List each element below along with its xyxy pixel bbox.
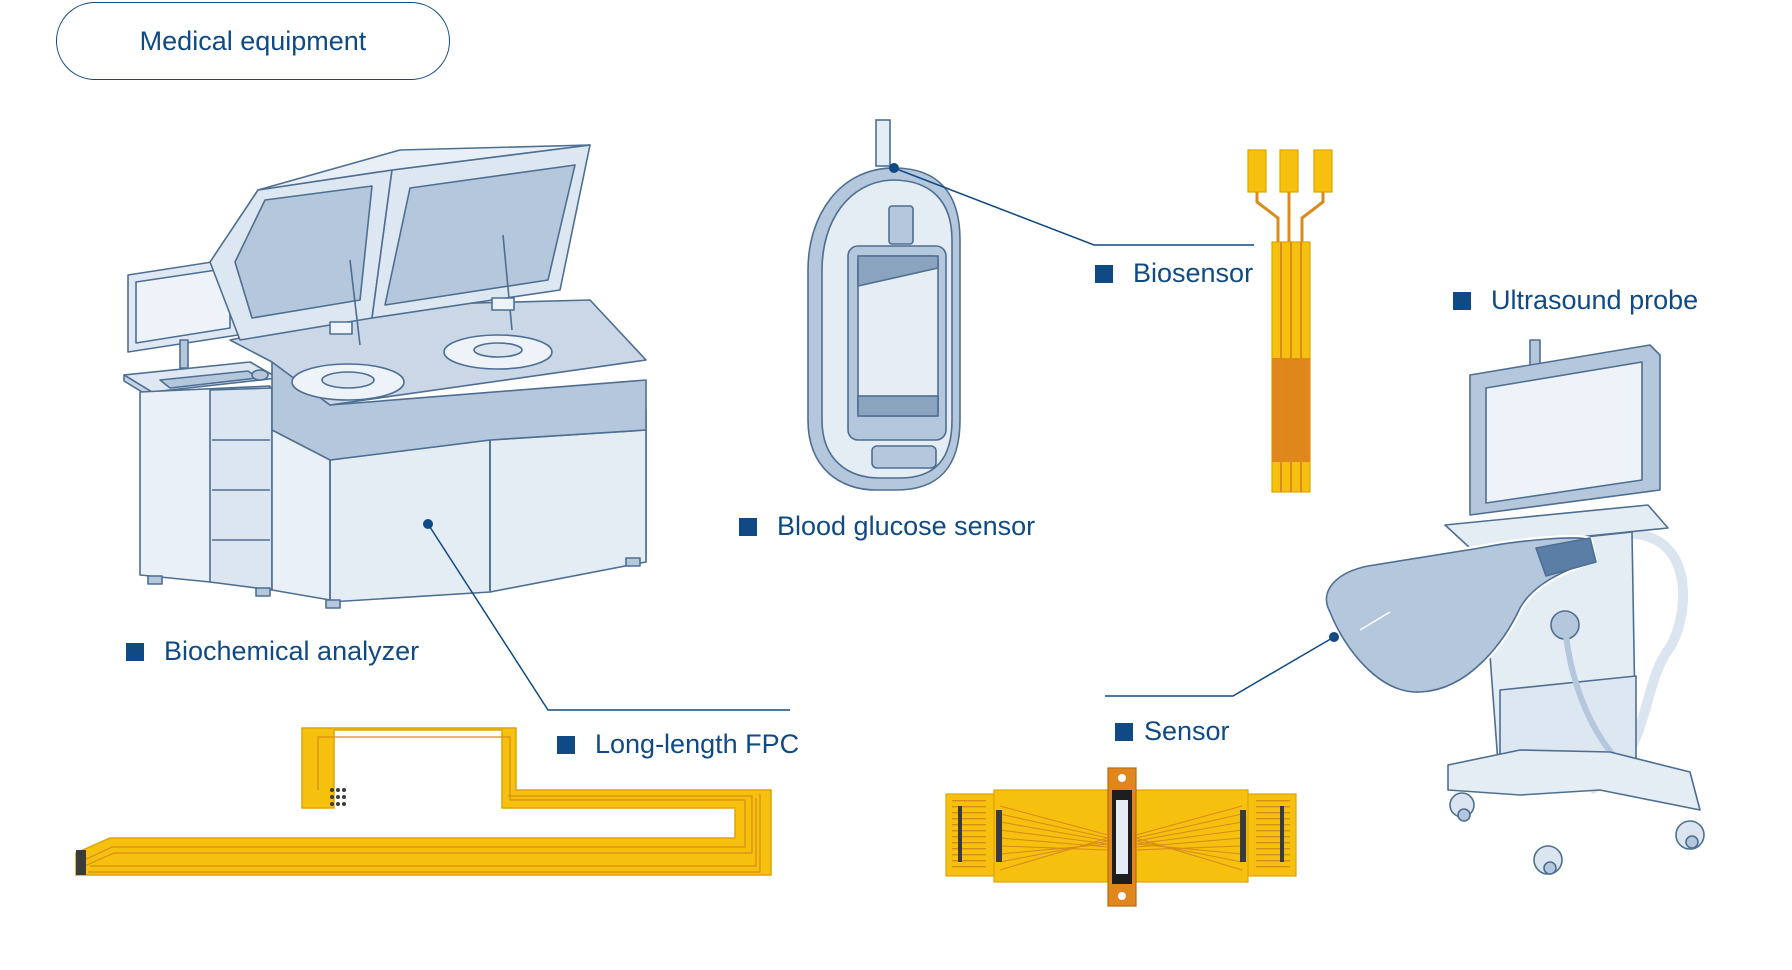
label-ultrasound-probe: Ultrasound probe (1453, 285, 1698, 316)
label-bullet (1453, 291, 1471, 310)
label-blood-glucose-sensor: Blood glucose sensor (739, 511, 1035, 542)
callout-line-fpc (427, 523, 790, 711)
label-text: Blood glucose sensor (777, 511, 1036, 541)
sensor-fpc-illustration (945, 767, 1297, 907)
biosensor-illustration (1247, 149, 1333, 493)
blood-glucose-sensor-illustration (807, 119, 961, 491)
callout-line-biosensor (893, 167, 1254, 246)
label-long-length-fpc: Long-length FPC (557, 729, 799, 760)
ultrasound-machine-illustration (1323, 339, 1705, 875)
label-text: Sensor (1144, 716, 1230, 746)
callout-line-sensor (1105, 636, 1335, 697)
label-text: Biosensor (1133, 258, 1254, 288)
label-sensor: Sensor (1115, 716, 1230, 747)
label-text: Ultrasound probe (1491, 285, 1699, 315)
biochemical-analyzer-illustration (123, 144, 647, 609)
label-biochemical-analyzer: Biochemical analyzer (126, 636, 419, 667)
long-length-fpc-illustration (75, 727, 772, 876)
label-bullet (1115, 722, 1133, 741)
label-text: Biochemical analyzer (164, 636, 420, 666)
label-text: Long-length FPC (595, 729, 800, 759)
label-bullet (126, 642, 144, 661)
section-title: Medical equipment (56, 2, 450, 80)
label-biosensor: Biosensor (1095, 258, 1253, 289)
label-bullet (1095, 264, 1113, 283)
label-bullet (739, 517, 757, 536)
label-bullet (557, 735, 575, 754)
